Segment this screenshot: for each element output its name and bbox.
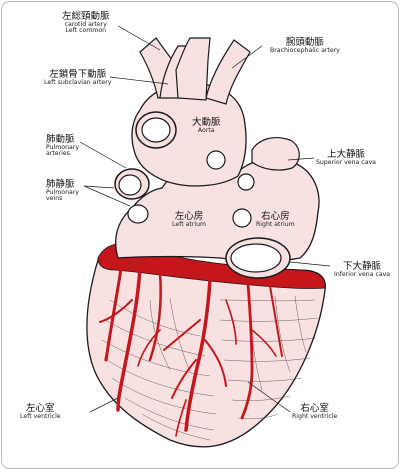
pulmonary-vein-opening-2: [237, 173, 255, 191]
label-pulmonary-veins: 肺静脈 Pulmonary veins: [46, 179, 79, 203]
pulmonary-vein-opening-4: [232, 208, 252, 228]
muscle-striations: [101, 295, 319, 441]
superior-vena-cava-shape: [251, 137, 300, 171]
label-left-atrium: 左心房 Left atrium: [172, 211, 207, 228]
label-right-atrium: 右心房 Right atrium: [256, 211, 295, 228]
aortic-top-shape: [175, 37, 211, 101]
label-left-common-carotid: 左総頸動脈 carotid artery Left common: [62, 11, 110, 35]
label-right-ventricle: 右心室 Right ventricle: [292, 403, 338, 420]
label-superior-vena-cava: 上大静脈 Superior vena cava: [316, 149, 376, 166]
coronary-vessels: [99, 260, 283, 437]
label-aorta: 大動脈 Aorta: [192, 117, 221, 134]
label-brachiocephalic: 腕頭動脈 Brachiocephalic artery: [270, 37, 340, 54]
label-left-subclavian: 左鎖骨下動脈 Left subclavian artery: [44, 69, 112, 86]
label-pulmonary-arteries: 肺動脈 Pulmonary arteries: [46, 134, 79, 158]
pulmonary-vein-opening-3: [127, 204, 149, 224]
leader-lines: [79, 25, 331, 413]
brachiocephalic-shape: [205, 39, 251, 105]
label-left-ventricle: 左心室 Left ventricle: [20, 403, 61, 420]
label-inferior-vena-cava: 下大静脈 Inferior vena cava: [334, 261, 391, 278]
pulmonary-vein-opening-1: [206, 150, 226, 170]
